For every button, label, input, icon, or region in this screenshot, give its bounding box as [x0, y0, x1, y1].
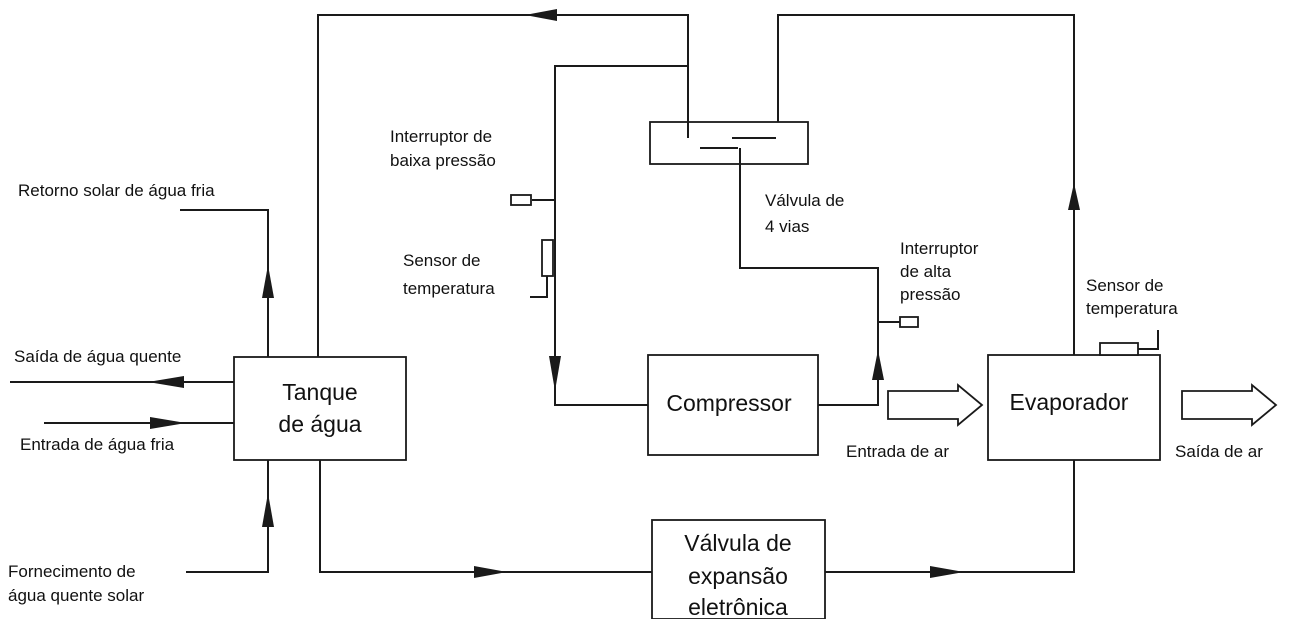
solar-cold-return-label: Retorno solar de água fria	[18, 181, 215, 200]
low-pressure-switch	[510, 194, 555, 206]
high-pressure-switch	[878, 316, 919, 328]
expansion-valve-label-1: Válvula de	[684, 530, 791, 556]
low-pressure-switch-label-1: Interruptor de	[390, 127, 492, 146]
temp-sensor-left-label-2: temperatura	[403, 279, 495, 298]
four-way-valve-body	[649, 121, 809, 165]
arrow-evaporator-up-1	[1068, 183, 1080, 210]
expansion-valve-label-3: eletrônica	[688, 594, 788, 619]
expansion-valve-box	[651, 519, 826, 619]
arrow-solar-supply-up	[262, 493, 274, 527]
hot-water-outlet-label: Saída de água quente	[14, 347, 181, 366]
water-tank-label-2: de água	[278, 411, 361, 437]
arrow-top-left	[525, 9, 557, 21]
high-pressure-switch-label-3: pressão	[900, 285, 960, 304]
four-way-valve-label-1: Válvula de	[765, 191, 844, 210]
temperature-sensor-left-icon	[541, 239, 554, 277]
air-outlet-arrow-icon	[1181, 383, 1278, 427]
evaporator-label: Evaporador	[1010, 389, 1129, 415]
pipes	[10, 14, 1075, 573]
arrow-bottom-right-1	[474, 566, 507, 578]
compressor-box	[647, 354, 819, 456]
temperature-sensor-right	[1099, 330, 1159, 356]
four-way-valve	[649, 121, 809, 165]
arrow-hot-water-left	[148, 376, 184, 388]
low-pressure-switch-icon	[510, 194, 532, 206]
pipe-valve-to-compressor-inlet	[554, 65, 689, 406]
solar-hot-supply-label-2: água quente solar	[8, 586, 144, 605]
compressor-label: Compressor	[666, 390, 792, 416]
expansion-valve-label-2: expansão	[688, 563, 788, 589]
air-outlet-label: Saída de ar	[1175, 442, 1263, 461]
four-way-valve-label-2: 4 vias	[765, 217, 809, 236]
water-tank-box	[233, 356, 407, 461]
evaporator-box	[987, 354, 1161, 461]
temperature-sensor-right-icon	[1099, 342, 1139, 356]
pipe-solar-return	[180, 209, 269, 357]
flow-arrows	[148, 9, 1080, 578]
arrow-compressor-outlet-up	[872, 350, 884, 380]
arrow-cold-water-right	[150, 417, 186, 429]
temp-sensor-right-label-1: Sensor de	[1086, 276, 1164, 295]
arrow-solar-return-up	[262, 265, 274, 298]
pipe-tank-to-expansion-valve	[319, 460, 652, 573]
high-pressure-switch-label-2: de alta	[900, 262, 952, 281]
cold-water-inlet-label: Entrada de água fria	[20, 435, 175, 454]
temperature-sensor-left	[530, 239, 554, 298]
water-tank-label-1: Tanque	[282, 379, 357, 405]
arrow-bottom-right-2	[930, 566, 964, 578]
temp-sensor-left-label-1: Sensor de	[403, 251, 481, 270]
high-pressure-switch-icon	[899, 316, 919, 328]
air-inlet-arrow-icon	[887, 383, 984, 427]
pipe-expansion-valve-to-evaporator	[825, 460, 1075, 573]
arrow-low-pressure-down	[549, 356, 561, 391]
solar-hot-supply-label-1: Fornecimento de	[8, 562, 136, 581]
pipe-solar-supply	[186, 460, 269, 573]
pipe-compressor-outlet-to-valve	[739, 148, 879, 406]
temp-sensor-right-label-2: temperatura	[1086, 299, 1178, 318]
air-inlet-label: Entrada de ar	[846, 442, 949, 461]
high-pressure-switch-label-1: Interruptor	[900, 239, 979, 258]
low-pressure-switch-label-2: baixa pressão	[390, 151, 496, 170]
pipe-valve-to-evaporator	[777, 14, 1075, 355]
